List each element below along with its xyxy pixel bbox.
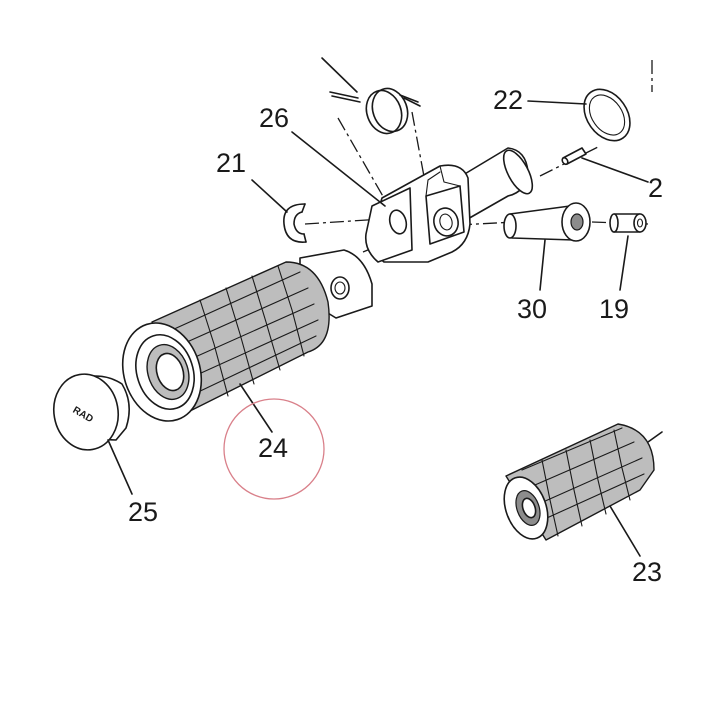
pin-part-19 (609, 213, 647, 233)
ring-part-22 (583, 88, 631, 142)
callout-26: 26 (259, 103, 289, 133)
eclip-part-21 (283, 203, 307, 243)
callout-20: 2 (648, 173, 663, 203)
callout-19: 19 (599, 294, 629, 324)
leader-lines (107, 100, 649, 557)
callout-labels: 22 26 21 2 30 19 24 25 23 (128, 85, 663, 587)
callout-24: 24 (258, 433, 288, 463)
bracket-housing (364, 147, 534, 263)
highlight-circle (223, 398, 325, 500)
rubber-grip-part-23 (503, 423, 663, 541)
pin-part-20 (561, 147, 587, 166)
callout-22: 22 (493, 85, 523, 115)
spring-part-26 (321, 57, 421, 135)
footpeg-part-24 (121, 249, 373, 422)
callout-25: 25 (128, 497, 158, 527)
callout-30: 30 (517, 294, 547, 324)
callout-21: 21 (216, 148, 246, 178)
sleeve-part-30 (503, 202, 591, 242)
endcap-part-25: RAD (53, 373, 130, 451)
callout-23: 23 (632, 557, 662, 587)
